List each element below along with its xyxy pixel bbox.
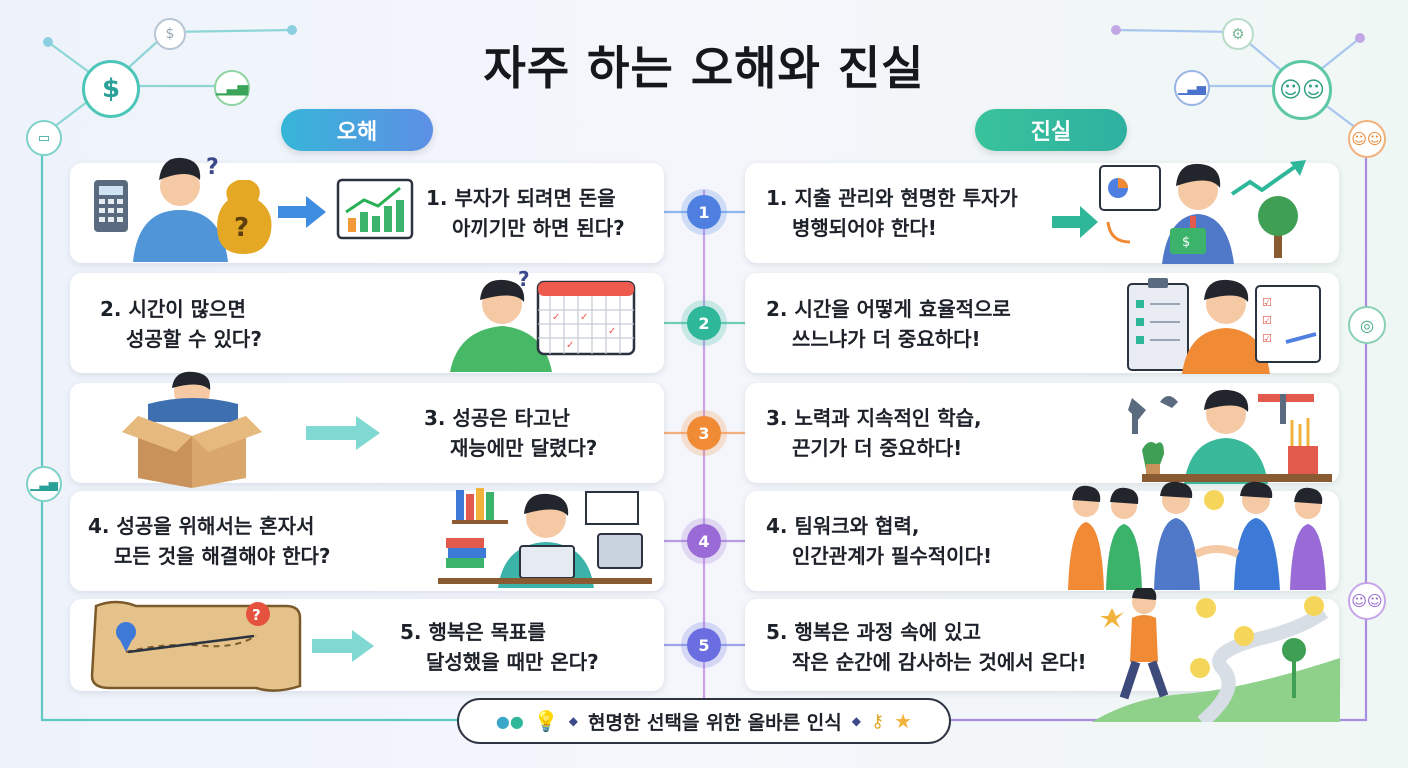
myth-header: 오해 <box>281 109 433 151</box>
svg-text:✓: ✓ <box>552 312 560 323</box>
person-laptop-bookshelf-illustration <box>438 488 652 588</box>
number-badge-5: 5 <box>687 628 721 662</box>
people-icon-orange: ☺☺ <box>1348 120 1386 158</box>
svg-text:?: ? <box>252 606 261 624</box>
svg-text:$: $ <box>1182 235 1190 250</box>
growth-chart-icon: ▁▃▅ <box>214 70 250 106</box>
sparkle-icon-right: ◆ <box>851 714 861 728</box>
walking-person-path-illustration <box>1092 588 1340 722</box>
footer-banner: ●● 💡 ◆ 현명한 선택을 위한 올바른 인식 ◆ ⚷ ★ <box>457 698 951 744</box>
person-calculator-moneybag-illustration: ? ? <box>94 155 272 262</box>
number-badge-2: 2 <box>687 306 721 340</box>
gear-icon: ⚙ <box>1222 18 1254 50</box>
svg-text:☑: ☑ <box>1262 314 1272 327</box>
dollar-coin-icon: $ <box>82 60 140 118</box>
chart-icon-left: ▁▃▅ <box>26 466 62 502</box>
stressed-person-in-box-illustration <box>122 371 262 488</box>
svg-text:?: ? <box>234 213 249 243</box>
footer-text: 현명한 선택을 위한 올바른 인식 <box>588 711 842 734</box>
truth-text-3: 3. 노력과 지속적인 학습,끈기가 더 중요하다! <box>766 406 982 460</box>
truth-card-1 <box>745 163 1339 263</box>
truth-text-4: 4. 팀워크와 협력,인간관계가 필수적이다! <box>766 514 993 568</box>
treasure-map-illustration: ? <box>90 600 302 692</box>
team-handshake-illustration <box>1068 481 1326 590</box>
number-badge-3: 3 <box>687 416 721 450</box>
number-badge-1: 1 <box>687 195 721 229</box>
sparkle-icon-left: ◆ <box>568 714 578 728</box>
number-badge-4: 4 <box>687 524 721 558</box>
money-bill-icon: ▭ <box>26 120 62 156</box>
target-icon: ◎ <box>1348 306 1386 344</box>
group-icon-purple: ☺☺ <box>1348 582 1386 620</box>
svg-text:✓: ✓ <box>566 340 574 351</box>
bubbles-icon: ●● <box>495 711 524 731</box>
right-arrow-icon-3 <box>306 416 380 450</box>
svg-text:☑: ☑ <box>1262 332 1272 345</box>
page-title: 자주 하는 오해와 진실 <box>483 41 925 95</box>
svg-text:?: ? <box>206 155 219 180</box>
bar-chart-icon-right: ▁▃▅ <box>1174 70 1210 106</box>
truth-header: 진실 <box>975 109 1127 151</box>
person-tools-workbench-illustration <box>1128 389 1332 484</box>
person-planning-checklist-illustration: ☑ ☑ ☑ <box>1127 278 1321 374</box>
svg-text:?: ? <box>518 268 530 291</box>
team-icon: ☺☺ <box>1272 60 1332 120</box>
svg-text:☑: ☑ <box>1262 296 1272 309</box>
svg-text:✓: ✓ <box>580 312 588 323</box>
right-arrow-icon-1 <box>278 196 326 228</box>
star-icon: ★ <box>894 709 913 733</box>
key-icon: ⚷ <box>870 710 885 732</box>
confused-person-calendar-illustration: ? ✓ ✓ ✓ ✓ <box>450 268 636 372</box>
growth-chart-board-illustration <box>336 178 414 240</box>
svg-text:✓: ✓ <box>608 326 616 337</box>
dollar-circle-icon: $ <box>154 18 186 50</box>
lightbulb-icon: 💡 <box>533 709 559 733</box>
right-arrow-icon-5 <box>312 630 374 662</box>
investor-growth-tree-illustration: $ <box>1052 160 1306 264</box>
